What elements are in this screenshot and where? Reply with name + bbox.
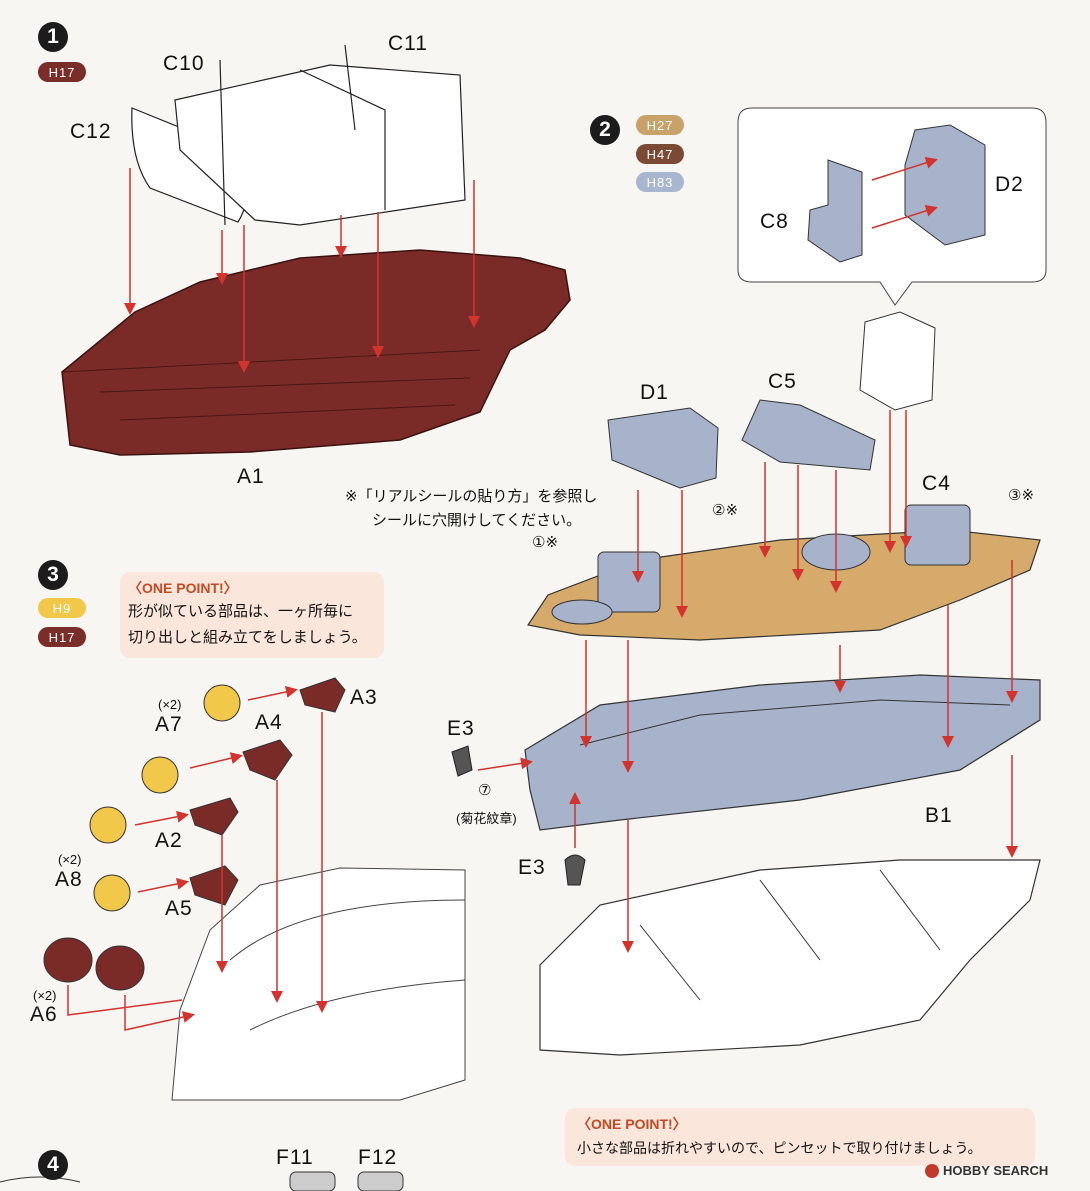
paint-chip-h47: H47 (636, 144, 684, 164)
onepoint-text: 小さな部品は折れやすいので、ピンセットで取り付けましょう。 (577, 1141, 982, 1157)
decal-marker-1: ①※ (532, 533, 559, 551)
step-number-4: 4 (38, 1150, 68, 1180)
part-c5 (741, 399, 876, 471)
qty-a8: (×2) (58, 852, 82, 867)
part-label-c11: C11 (388, 32, 428, 55)
paint-code: H83 (646, 174, 674, 190)
part-label-e3-bottom: E3 (518, 856, 546, 879)
chrysanthemum-label: (菊花紋章) (456, 811, 517, 826)
watermark: HOBBY SEARCH (925, 1163, 1048, 1178)
step-number-3: 3 (38, 560, 68, 590)
paint-code: H17 (48, 629, 76, 645)
onepoint-box-step2: 〈ONE POINT!〉 小さな部品は折れやすいので、ピンセットで取り付けましょ… (565, 1108, 1035, 1166)
onepoint-line1: 形が似ている部品は、一ヶ所毎に (128, 602, 354, 620)
qty-a6: (×2) (33, 988, 57, 1003)
part-label-a3: A3 (350, 686, 378, 709)
qty-a7: (×2) (158, 697, 182, 712)
step-number-2: 2 (590, 115, 620, 145)
hobby-search-logo-icon (925, 1163, 939, 1178)
decal-marker-7: ⑦ (478, 781, 492, 799)
part-label-c5: C5 (768, 370, 797, 393)
part-label-a2: A2 (155, 829, 183, 852)
paint-chip-h27: H27 (636, 115, 684, 135)
paint-code: H9 (52, 600, 72, 616)
part-label-e3-top: E3 (447, 717, 475, 740)
hull-white (539, 859, 1041, 1056)
watermark-text: HOBBY SEARCH (943, 1163, 1049, 1178)
paint-code: H27 (646, 117, 674, 133)
part-c10-c11 (174, 64, 466, 226)
hull-a1 (61, 249, 571, 456)
onepoint-box-step3: 〈ONE POINT!〉 形が似ている部品は、一ヶ所毎に 切り出しと組み立てをし… (120, 572, 384, 658)
paint-chip-h17-step3: H17 (38, 627, 86, 647)
decal-marker-3: ③※ (1008, 486, 1035, 504)
callout-bubble (737, 107, 1047, 306)
part-e3-top (451, 745, 473, 777)
part-label-a6: A6 (30, 1003, 58, 1026)
paint-chip-h17: H17 (38, 62, 86, 82)
part-e3-bottom (564, 854, 586, 886)
part-c8 (807, 159, 863, 263)
part-label-c10: C10 (163, 52, 205, 75)
paint-chip-h9: H9 (38, 598, 86, 618)
part-label-d2: D2 (995, 173, 1024, 196)
propellers (89, 684, 241, 912)
hull-step3 (171, 867, 466, 1101)
paint-code: H17 (48, 64, 76, 80)
onepoint-title: 〈ONE POINT!〉 (128, 580, 238, 596)
onepoint-line2: 切り出しと組み立てをしましょう。 (128, 628, 367, 646)
paint-code: H47 (646, 146, 674, 162)
part-label-b1: B1 (925, 804, 953, 827)
part-d1 (607, 407, 719, 489)
decal-marker-2: ②※ (712, 501, 739, 519)
part-label-c12: C12 (70, 120, 112, 143)
part-label-a1: A1 (237, 465, 265, 488)
onepoint-title: 〈ONE POINT!〉 (577, 1116, 687, 1132)
part-label-a8: A8 (55, 868, 83, 891)
rudders (43, 937, 145, 991)
part-label-c4: C4 (922, 472, 951, 495)
part-b1 (524, 674, 1041, 831)
part-label-d1: D1 (640, 381, 669, 404)
part-label-f12: F12 (358, 1146, 398, 1169)
shaft-brackets (189, 677, 346, 906)
sticker-note-line2: シールに穴開けしてください。 (372, 511, 582, 529)
part-label-a7: A7 (155, 713, 183, 736)
part-label-f11: F11 (276, 1146, 314, 1169)
paint-chip-h83: H83 (636, 172, 684, 192)
sticker-note-line1: ※「リアルシールの貼り方」を参照し (345, 487, 598, 505)
part-label-c8: C8 (760, 210, 789, 233)
step-number-1: 1 (38, 22, 68, 52)
part-label-a5: A5 (165, 897, 193, 920)
part-label-a4: A4 (255, 711, 283, 734)
